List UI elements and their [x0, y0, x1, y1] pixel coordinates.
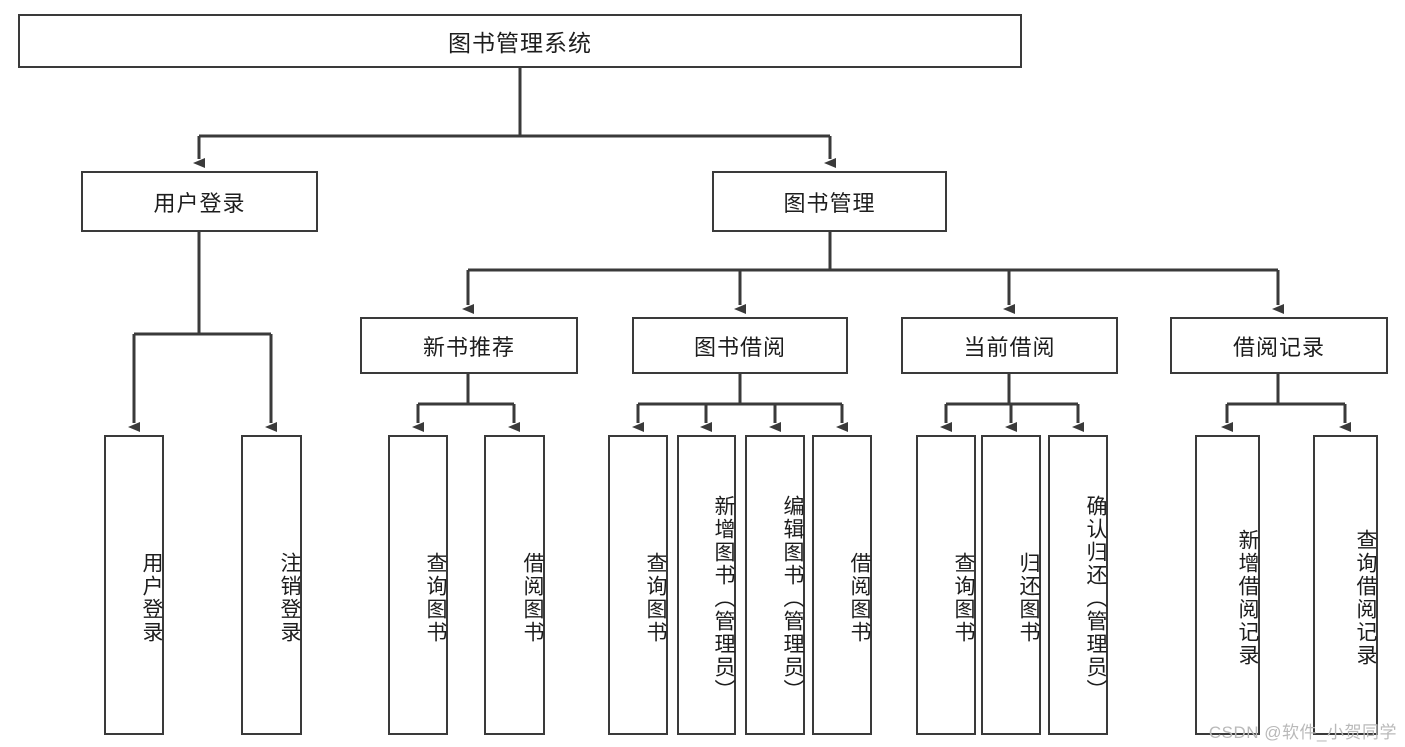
node-label: 查询图书 — [424, 552, 447, 644]
node-root[interactable]: 图书管理系统 — [18, 14, 1022, 68]
node-user-login[interactable]: 用户登录 — [81, 171, 318, 232]
node-leaf-return-book[interactable]: 归还图书 — [981, 435, 1041, 735]
node-label: 当前借阅 — [963, 334, 1056, 360]
node-label: 查询借阅记录 — [1354, 529, 1377, 667]
node-leaf-borrow-book-1[interactable]: 借阅图书 — [484, 435, 545, 735]
node-label: 借阅图书 — [848, 552, 871, 644]
node-leaf-add-borrow-record[interactable]: 新增借阅记录 — [1195, 435, 1260, 735]
node-leaf-query-book-3[interactable]: 查询图书 — [916, 435, 976, 735]
node-label: 用户登录 — [140, 552, 163, 644]
node-leaf-query-borrow-record[interactable]: 查询借阅记录 — [1313, 435, 1378, 735]
node-leaf-user-logout[interactable]: 注销登录 — [241, 435, 302, 735]
node-label: 新书推荐 — [422, 334, 515, 360]
node-label: 归还图书 — [1017, 552, 1040, 644]
node-current-borrow[interactable]: 当前借阅 — [901, 317, 1118, 374]
node-label: 编辑图书（管理员） — [781, 494, 804, 702]
node-leaf-query-book-1[interactable]: 查询图书 — [388, 435, 448, 735]
node-label: 图书借阅 — [693, 334, 786, 360]
node-label: 注销登录 — [278, 552, 301, 644]
node-label: 借阅记录 — [1232, 334, 1325, 360]
node-label: 查询图书 — [952, 552, 975, 644]
node-leaf-confirm-return[interactable]: 确认归还（管理员） — [1048, 435, 1108, 735]
node-label: 查询图书 — [644, 552, 667, 644]
node-leaf-edit-book[interactable]: 编辑图书（管理员） — [745, 435, 805, 735]
node-leaf-query-book-2[interactable]: 查询图书 — [608, 435, 668, 735]
watermark: CSDN @软件_小贺同学 — [1208, 723, 1397, 742]
node-leaf-borrow-book-2[interactable]: 借阅图书 — [812, 435, 872, 735]
node-label: 图书管理 — [783, 190, 876, 216]
node-label: 确认归还（管理员） — [1084, 494, 1107, 702]
node-new-book-recommend[interactable]: 新书推荐 — [360, 317, 578, 374]
node-borrow-record[interactable]: 借阅记录 — [1170, 317, 1388, 374]
node-book-management[interactable]: 图书管理 — [712, 171, 947, 232]
node-label: 借阅图书 — [521, 552, 544, 644]
node-label: 新增图书（管理员） — [712, 494, 735, 702]
node-book-borrow[interactable]: 图书借阅 — [632, 317, 848, 374]
node-leaf-user-login[interactable]: 用户登录 — [104, 435, 164, 735]
node-label: 新增借阅记录 — [1236, 529, 1259, 667]
node-leaf-add-book[interactable]: 新增图书（管理员） — [677, 435, 736, 735]
node-label: 图书管理系统 — [448, 30, 592, 56]
node-label: 用户登录 — [153, 190, 246, 216]
